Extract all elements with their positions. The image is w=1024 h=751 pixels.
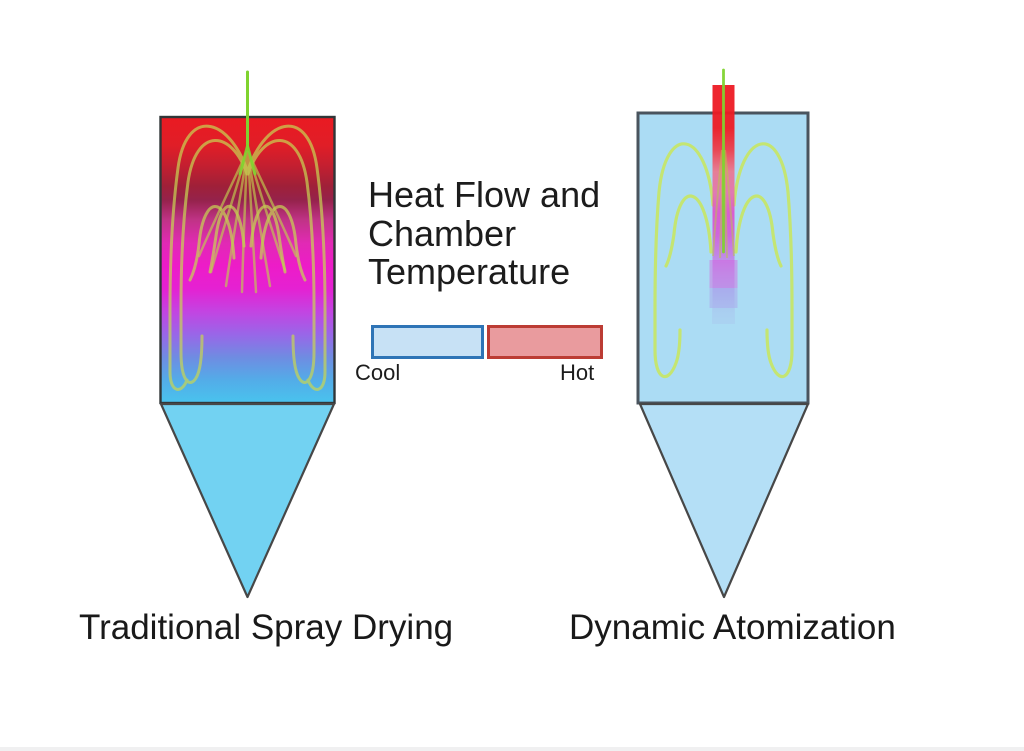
caption-traditional-spray-drying: Traditional Spray Drying xyxy=(79,608,454,647)
right-panel xyxy=(636,68,810,599)
right-flow-lines xyxy=(653,142,794,379)
cool-label: Cool xyxy=(355,360,401,385)
legend-title-line2: Chamber xyxy=(368,212,517,254)
left-panel xyxy=(159,70,336,599)
legend-title-line1: Heat Flow and xyxy=(368,174,601,215)
hot-swatch xyxy=(487,325,603,359)
legend-title-line3: Temperature xyxy=(368,251,571,292)
left-cone xyxy=(159,402,336,599)
hot-label: Hot xyxy=(560,360,595,385)
cool-swatch xyxy=(371,325,484,359)
legend-title: Heat Flow and Chamber Temperature xyxy=(368,174,601,292)
left-nozzle-line xyxy=(238,70,257,176)
right-cone xyxy=(638,402,810,599)
bottom-edge-strip xyxy=(0,747,1024,751)
flow-arc-group xyxy=(168,124,327,391)
caption-dynamic-atomization: Dynamic Atomization xyxy=(569,608,896,647)
